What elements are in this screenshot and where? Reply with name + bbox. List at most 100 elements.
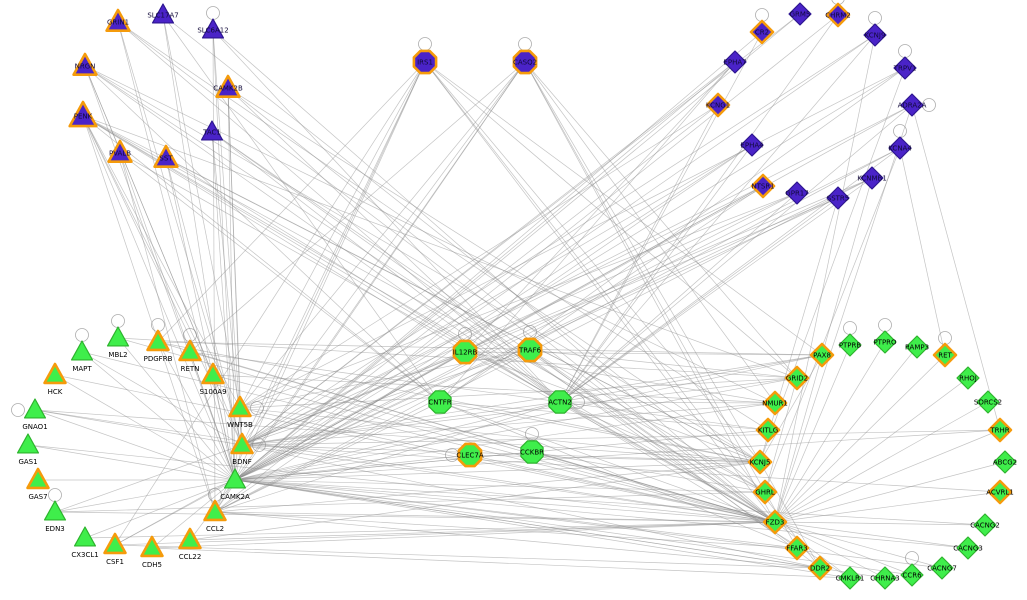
edge-go3-gd10 [439, 401, 769, 431]
node-chrm2[interactable]: CHRM2 [825, 2, 851, 28]
node-slc6a12[interactable]: SLC6A12 [197, 18, 229, 39]
edge-gt6-gd16 [212, 374, 776, 523]
node-mapt[interactable]: MAPT [70, 340, 94, 373]
edge-pd13-go4 [559, 197, 839, 403]
node-cacng2[interactable]: CACNG2 [970, 513, 1000, 537]
node-abcg2[interactable]: ABCG2 [993, 450, 1017, 474]
edge-gt12-gd12 [234, 461, 761, 481]
edge-pt5-go4 [227, 87, 561, 403]
edge-go4-gd22 [559, 401, 851, 579]
node-hck[interactable]: HCK [43, 362, 67, 396]
node-ddr2[interactable]: DDR2 [807, 555, 833, 581]
node-clec7a[interactable]: CLEC7A [456, 442, 484, 468]
node-grid2[interactable]: GRID2 [784, 365, 810, 391]
node-ptprb[interactable]: PTPRB [838, 333, 862, 357]
node-kcnj9[interactable]: KCNJ9 [863, 23, 887, 47]
node-cacng7[interactable]: CACNG7 [927, 556, 957, 580]
octagon-shape [428, 390, 452, 414]
node-grin1[interactable]: GRIN1 [105, 8, 131, 32]
node-nrgn[interactable]: NRGN [72, 52, 98, 76]
node-label: GNAO1 [22, 423, 47, 431]
edge-go4-gd16 [559, 401, 776, 523]
node-edn3[interactable]: EDN3 [43, 500, 67, 533]
octagon-shape [512, 49, 538, 75]
node-label: CX3CL1 [71, 551, 98, 559]
node-sorcs2[interactable]: SORCS2 [974, 390, 1002, 414]
edge-gt18-gd12 [189, 461, 761, 541]
edge-pd12-gt12 [234, 192, 798, 481]
node-gas7[interactable]: GAS7 [26, 467, 50, 501]
edge-pd4-go4 [559, 34, 876, 403]
triangle-shape [228, 395, 252, 418]
edge-pd1-go4 [559, 31, 763, 403]
diamond-shape [860, 166, 884, 190]
diamond-shape [905, 335, 929, 359]
edge-pd8-gt12 [234, 61, 736, 481]
node-il12rb[interactable]: IL12RB [452, 339, 478, 365]
node-kcna4[interactable]: KCNA4 [888, 136, 912, 160]
edge-gt12-gt3 [157, 341, 236, 481]
node-csf1[interactable]: CSF1 [103, 532, 127, 566]
node-penk[interactable]: PENK [68, 100, 98, 128]
node-epha4[interactable]: EPHA4 [740, 133, 764, 157]
node-nmur1[interactable]: NMUR1 [762, 390, 788, 416]
node-ccl22[interactable]: CCL22 [178, 527, 202, 561]
edge-po2-gt8 [239, 61, 526, 409]
node-chrna3[interactable]: CHRNA3 [870, 566, 900, 590]
node-slc17a7[interactable]: SLC17A7 [147, 3, 179, 24]
diamond-shape [987, 417, 1013, 443]
edge-po2-gd14 [524, 61, 766, 493]
node-ccr6[interactable]: CCR6 [900, 563, 924, 587]
node-label: CSF1 [106, 558, 124, 566]
node-irs1[interactable]: IRS1 [412, 49, 438, 75]
node-mbl2[interactable]: MBL2 [106, 326, 130, 359]
node-ramp3[interactable]: RAMP3 [905, 335, 929, 359]
edge-gt12-gd8 [234, 402, 776, 481]
node-actn2[interactable]: ACTN2 [548, 390, 572, 414]
edge-pd9-gt8 [239, 104, 719, 409]
triangle-shape [178, 339, 202, 362]
node-gas1[interactable]: GAS1 [16, 433, 40, 466]
edge-gt13-gd14 [54, 491, 766, 513]
edge-pt6-go3 [82, 115, 441, 403]
node-ptpro[interactable]: PTPRO [873, 330, 897, 354]
edge-gt12-gd23 [234, 479, 886, 579]
edge-gt8-gd16 [239, 407, 776, 523]
node-acvrl1[interactable]: ACVRL1 [986, 479, 1014, 505]
node-label: PDGFRB [144, 355, 173, 363]
node-adra2a[interactable]: ADRA2A [898, 93, 927, 117]
self-loop-gt3 [151, 318, 165, 332]
edge-gd16-gd9 [774, 401, 989, 523]
node-cx3cl1[interactable]: CX3CL1 [71, 526, 99, 559]
node-trhr[interactable]: TRHR [987, 417, 1013, 443]
edge-pt3-gd16 [212, 29, 776, 523]
edge-gt12-gt6 [212, 374, 236, 481]
edge-layer [27, 13, 1006, 579]
edge-pd10-gt10 [241, 144, 753, 446]
node-traf6[interactable]: TRAF6 [517, 337, 543, 363]
edge-gt3-gd4 [157, 341, 823, 356]
node-rhoj[interactable]: RHOJ [956, 366, 980, 390]
node-cacng3[interactable]: CACNG3 [953, 536, 983, 560]
diamond-shape [932, 342, 958, 368]
node-trpv1[interactable]: TRPV1 [893, 56, 917, 80]
edge-go3-gd12 [439, 401, 761, 463]
node-cckbr[interactable]: CCKBR [520, 440, 544, 464]
node-gnao1[interactable]: GNAO1 [22, 398, 48, 431]
triangle-shape [70, 340, 94, 361]
node-pax8[interactable]: PAX8 [809, 342, 835, 368]
node-kitlg[interactable]: KITLG [755, 417, 781, 443]
self-loop-po1 [418, 37, 432, 51]
edge-pd7-go4 [559, 147, 901, 403]
node-gpr17[interactable]: GPR17 [785, 181, 809, 205]
edge-gt15-gd16 [84, 521, 776, 539]
node-casq2[interactable]: CASQ2 [512, 49, 538, 75]
node-camk2b[interactable]: CAMK2B [213, 74, 243, 98]
node-epha7[interactable]: EPHA7 [723, 50, 747, 74]
node-ntsr1[interactable]: NTSR1 [750, 173, 776, 199]
node-grm5[interactable]: GRM5 [788, 2, 812, 26]
node-cntfr[interactable]: CNTFR [428, 390, 452, 414]
node-cr2[interactable]: CR2 [749, 19, 775, 45]
